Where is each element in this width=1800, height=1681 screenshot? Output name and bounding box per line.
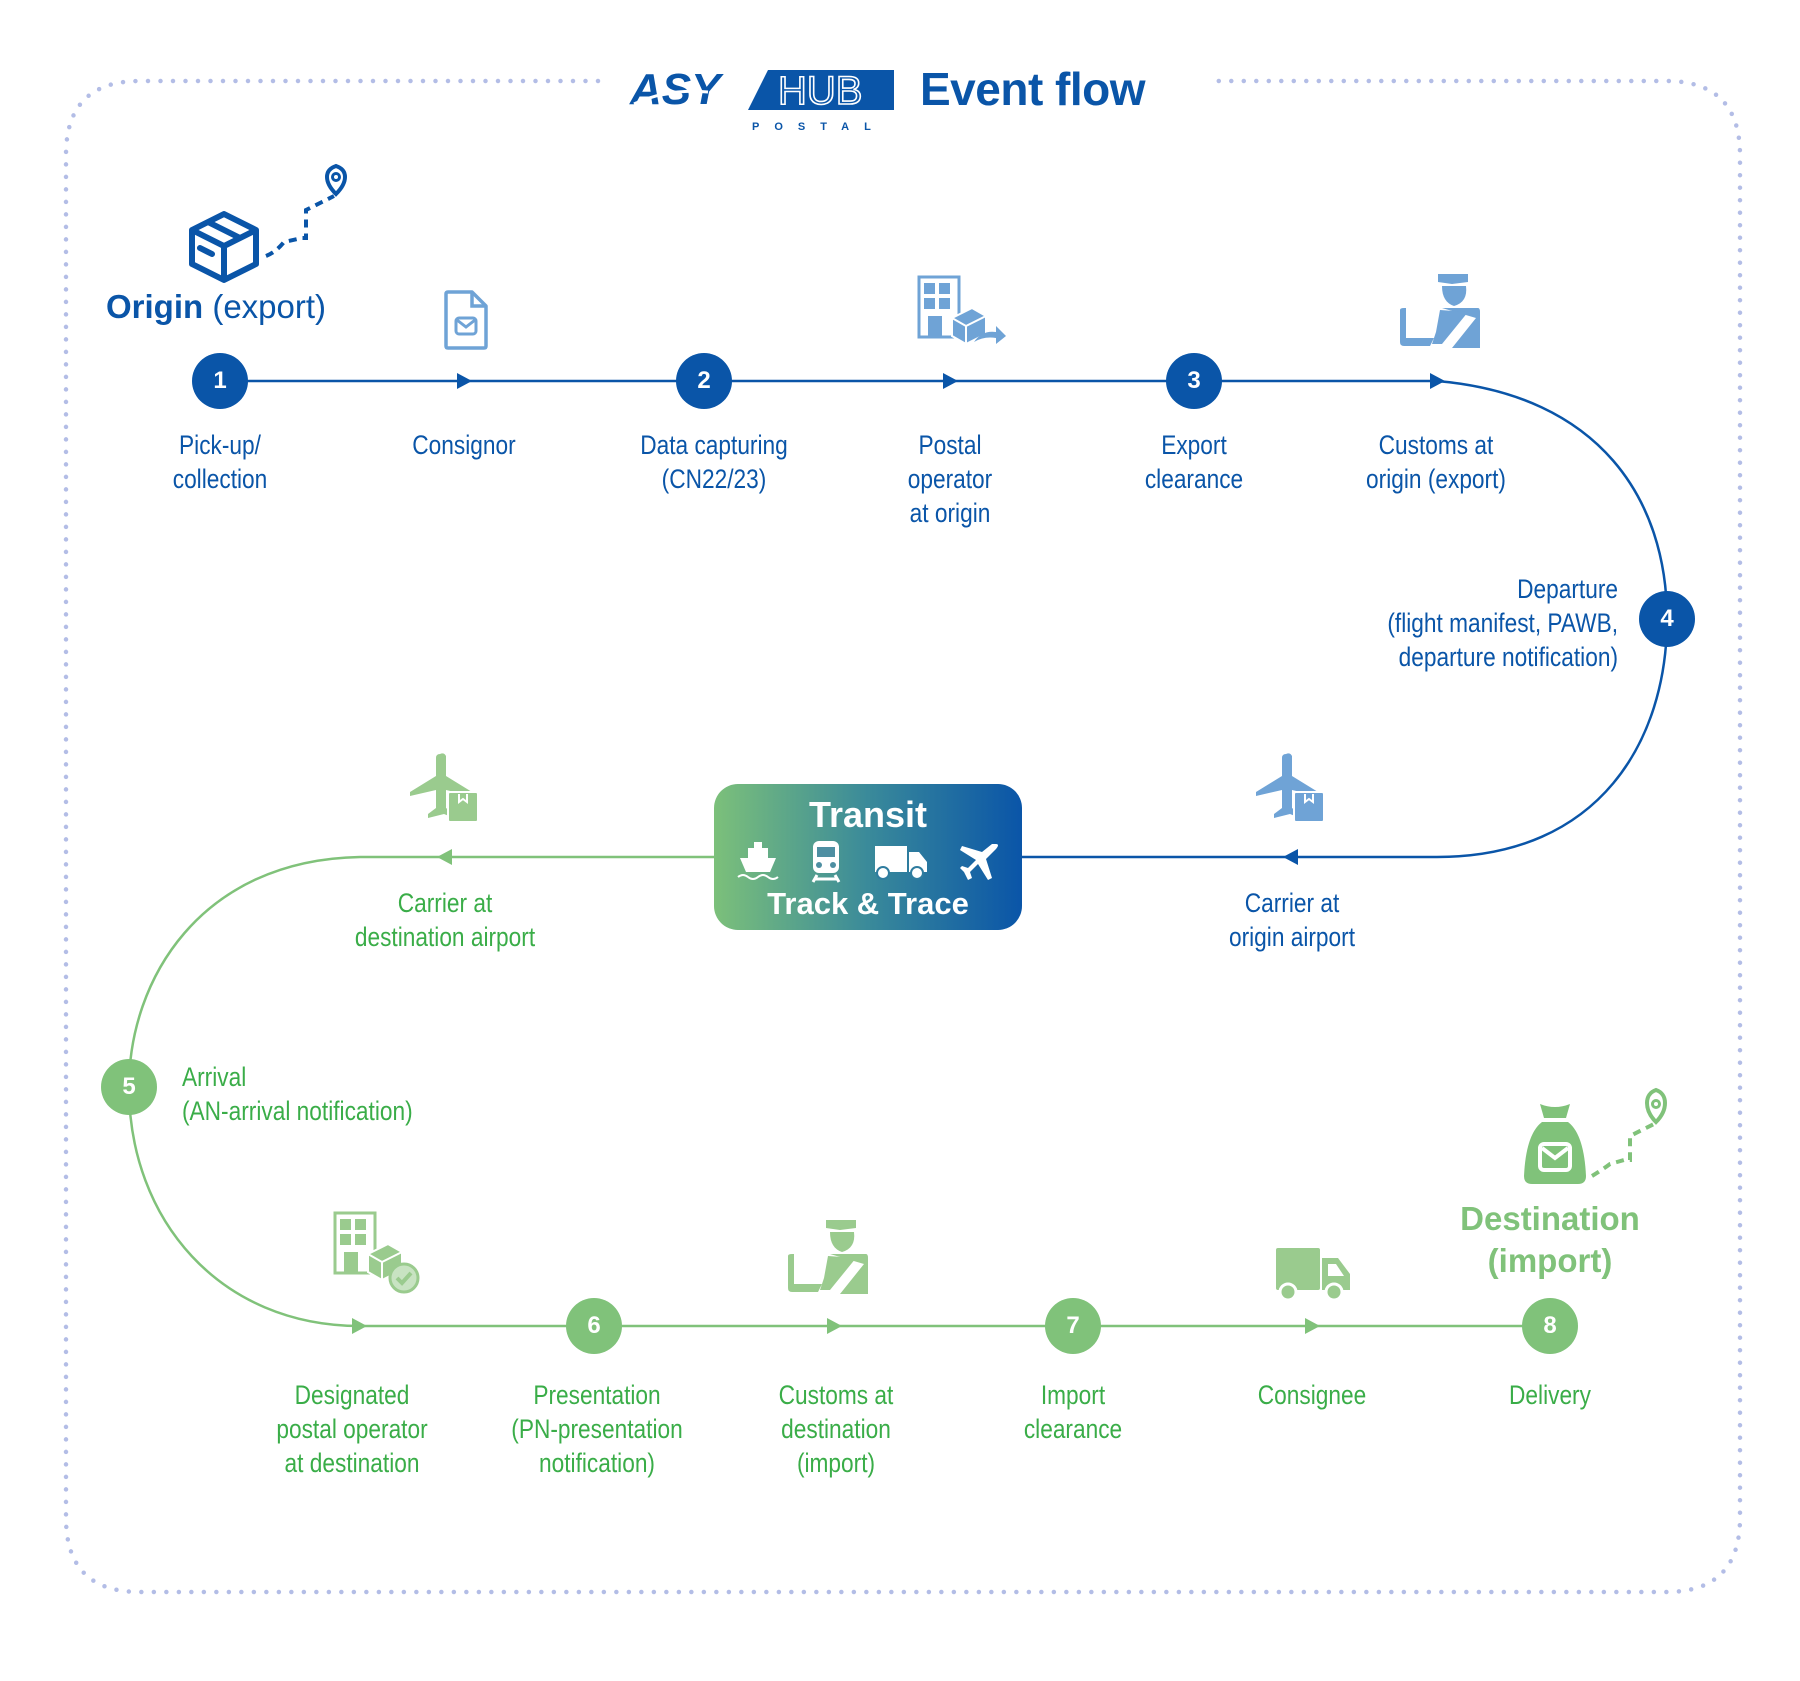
step-label-4: Departure (flight manifest, PAWB, depart…	[1387, 574, 1618, 672]
arrow-right-icon	[827, 1318, 842, 1334]
arrow-right-icon	[457, 373, 472, 389]
logo-hub-text: HUB	[778, 69, 862, 113]
arrow-right-icon	[352, 1318, 367, 1334]
truck-icon	[874, 846, 927, 880]
transit-track-and-trace-box[interactable]: Transit Track & Trace	[714, 784, 1022, 930]
location-pin-icon	[265, 163, 347, 258]
step-label-3: Export clearance	[1144, 430, 1244, 494]
actor-label-consignee: Consignee	[1257, 1380, 1367, 1410]
document-mail-icon	[444, 290, 488, 350]
actor-label-carrier-origin: Carrier at origin airport	[1228, 888, 1356, 952]
actor-label-customs-origin: Customs at origin (export)	[1366, 430, 1506, 494]
arrow-left-icon	[437, 849, 452, 865]
actor-label-postal-destination: Designated postal operator at destinatio…	[276, 1380, 428, 1478]
arrow-right-icon	[943, 373, 958, 389]
asyhub-postal-logo: ASY HUB POSTAL	[629, 65, 894, 133]
actor-label-carrier-destination: Carrier at destination airport	[354, 888, 536, 952]
step-node-1[interactable]: 1	[192, 353, 248, 409]
arrow-left-icon	[1283, 849, 1298, 865]
delivery-truck-icon	[1276, 1248, 1350, 1302]
step-label-2: Data capturing (CN22/23)	[640, 430, 788, 494]
step-node-8[interactable]: 8	[1522, 1298, 1578, 1354]
package-box-icon	[189, 211, 259, 283]
building-parcel-dispatch-icon	[917, 275, 1006, 346]
step-node-7[interactable]: 7	[1045, 1298, 1101, 1354]
actor-label-consignor: Consignor	[412, 430, 516, 460]
page-title: Event flow	[920, 63, 1146, 115]
step-node-5[interactable]: 5	[101, 1059, 157, 1115]
building-parcel-check-icon	[333, 1211, 420, 1294]
airplane-icon	[959, 844, 998, 880]
dotted-frame	[63, 78, 1743, 1595]
customs-officer-icon	[788, 1220, 868, 1294]
ship-icon	[737, 842, 779, 880]
origin-title-rest: (export)	[203, 288, 327, 325]
step-node-2[interactable]: 2	[676, 353, 732, 409]
actor-label-customs-destination: Customs at destination (import)	[778, 1380, 894, 1478]
logo-asy-text: ASY	[629, 65, 724, 114]
step-number: 1	[213, 367, 227, 394]
step-number: 4	[1660, 605, 1674, 632]
destination-title-line1: Destination	[1460, 1200, 1640, 1237]
airplane-parcel-icon	[410, 753, 479, 823]
step-node-6[interactable]: 6	[566, 1298, 622, 1354]
location-pin-icon	[1590, 1087, 1667, 1178]
train-icon	[812, 841, 841, 883]
step-number: 2	[697, 367, 711, 394]
step-node-4[interactable]: 4	[1639, 591, 1695, 647]
destination-title-line2: (import)	[1487, 1242, 1613, 1279]
arrow-right-icon	[1305, 1318, 1320, 1334]
step-label-5: Arrival (AN-arrival notification)	[182, 1062, 413, 1126]
actor-label-postal-origin: Postal operator at origin	[907, 430, 993, 528]
step-label-8: Delivery	[1509, 1380, 1591, 1410]
transport-modes	[736, 839, 1000, 883]
step-label-6: Presentation (PN-presentation notificati…	[511, 1380, 683, 1478]
origin-title: Origin (export)	[106, 288, 326, 326]
logo-postal-text: POSTAL	[752, 121, 886, 133]
transit-subtitle: Track & Trace	[767, 886, 969, 921]
arrow-right-icon	[1430, 373, 1445, 389]
step-label-1: Pick-up/ collection	[172, 430, 268, 494]
customs-officer-icon	[1400, 274, 1480, 348]
step-number: 6	[587, 1312, 601, 1339]
step-node-3[interactable]: 3	[1166, 353, 1222, 409]
destination-title: Destination (import)	[1430, 1198, 1670, 1282]
step-number: 7	[1066, 1312, 1080, 1339]
step-number: 3	[1187, 367, 1201, 394]
step-number: 8	[1543, 1312, 1557, 1339]
airplane-parcel-icon	[1256, 753, 1325, 823]
mail-bag-icon	[1524, 1104, 1586, 1184]
transit-title: Transit	[808, 794, 928, 835]
step-number: 5	[122, 1073, 136, 1100]
origin-title-bold: Origin	[106, 288, 204, 325]
step-label-7: Import clearance	[1023, 1380, 1123, 1444]
